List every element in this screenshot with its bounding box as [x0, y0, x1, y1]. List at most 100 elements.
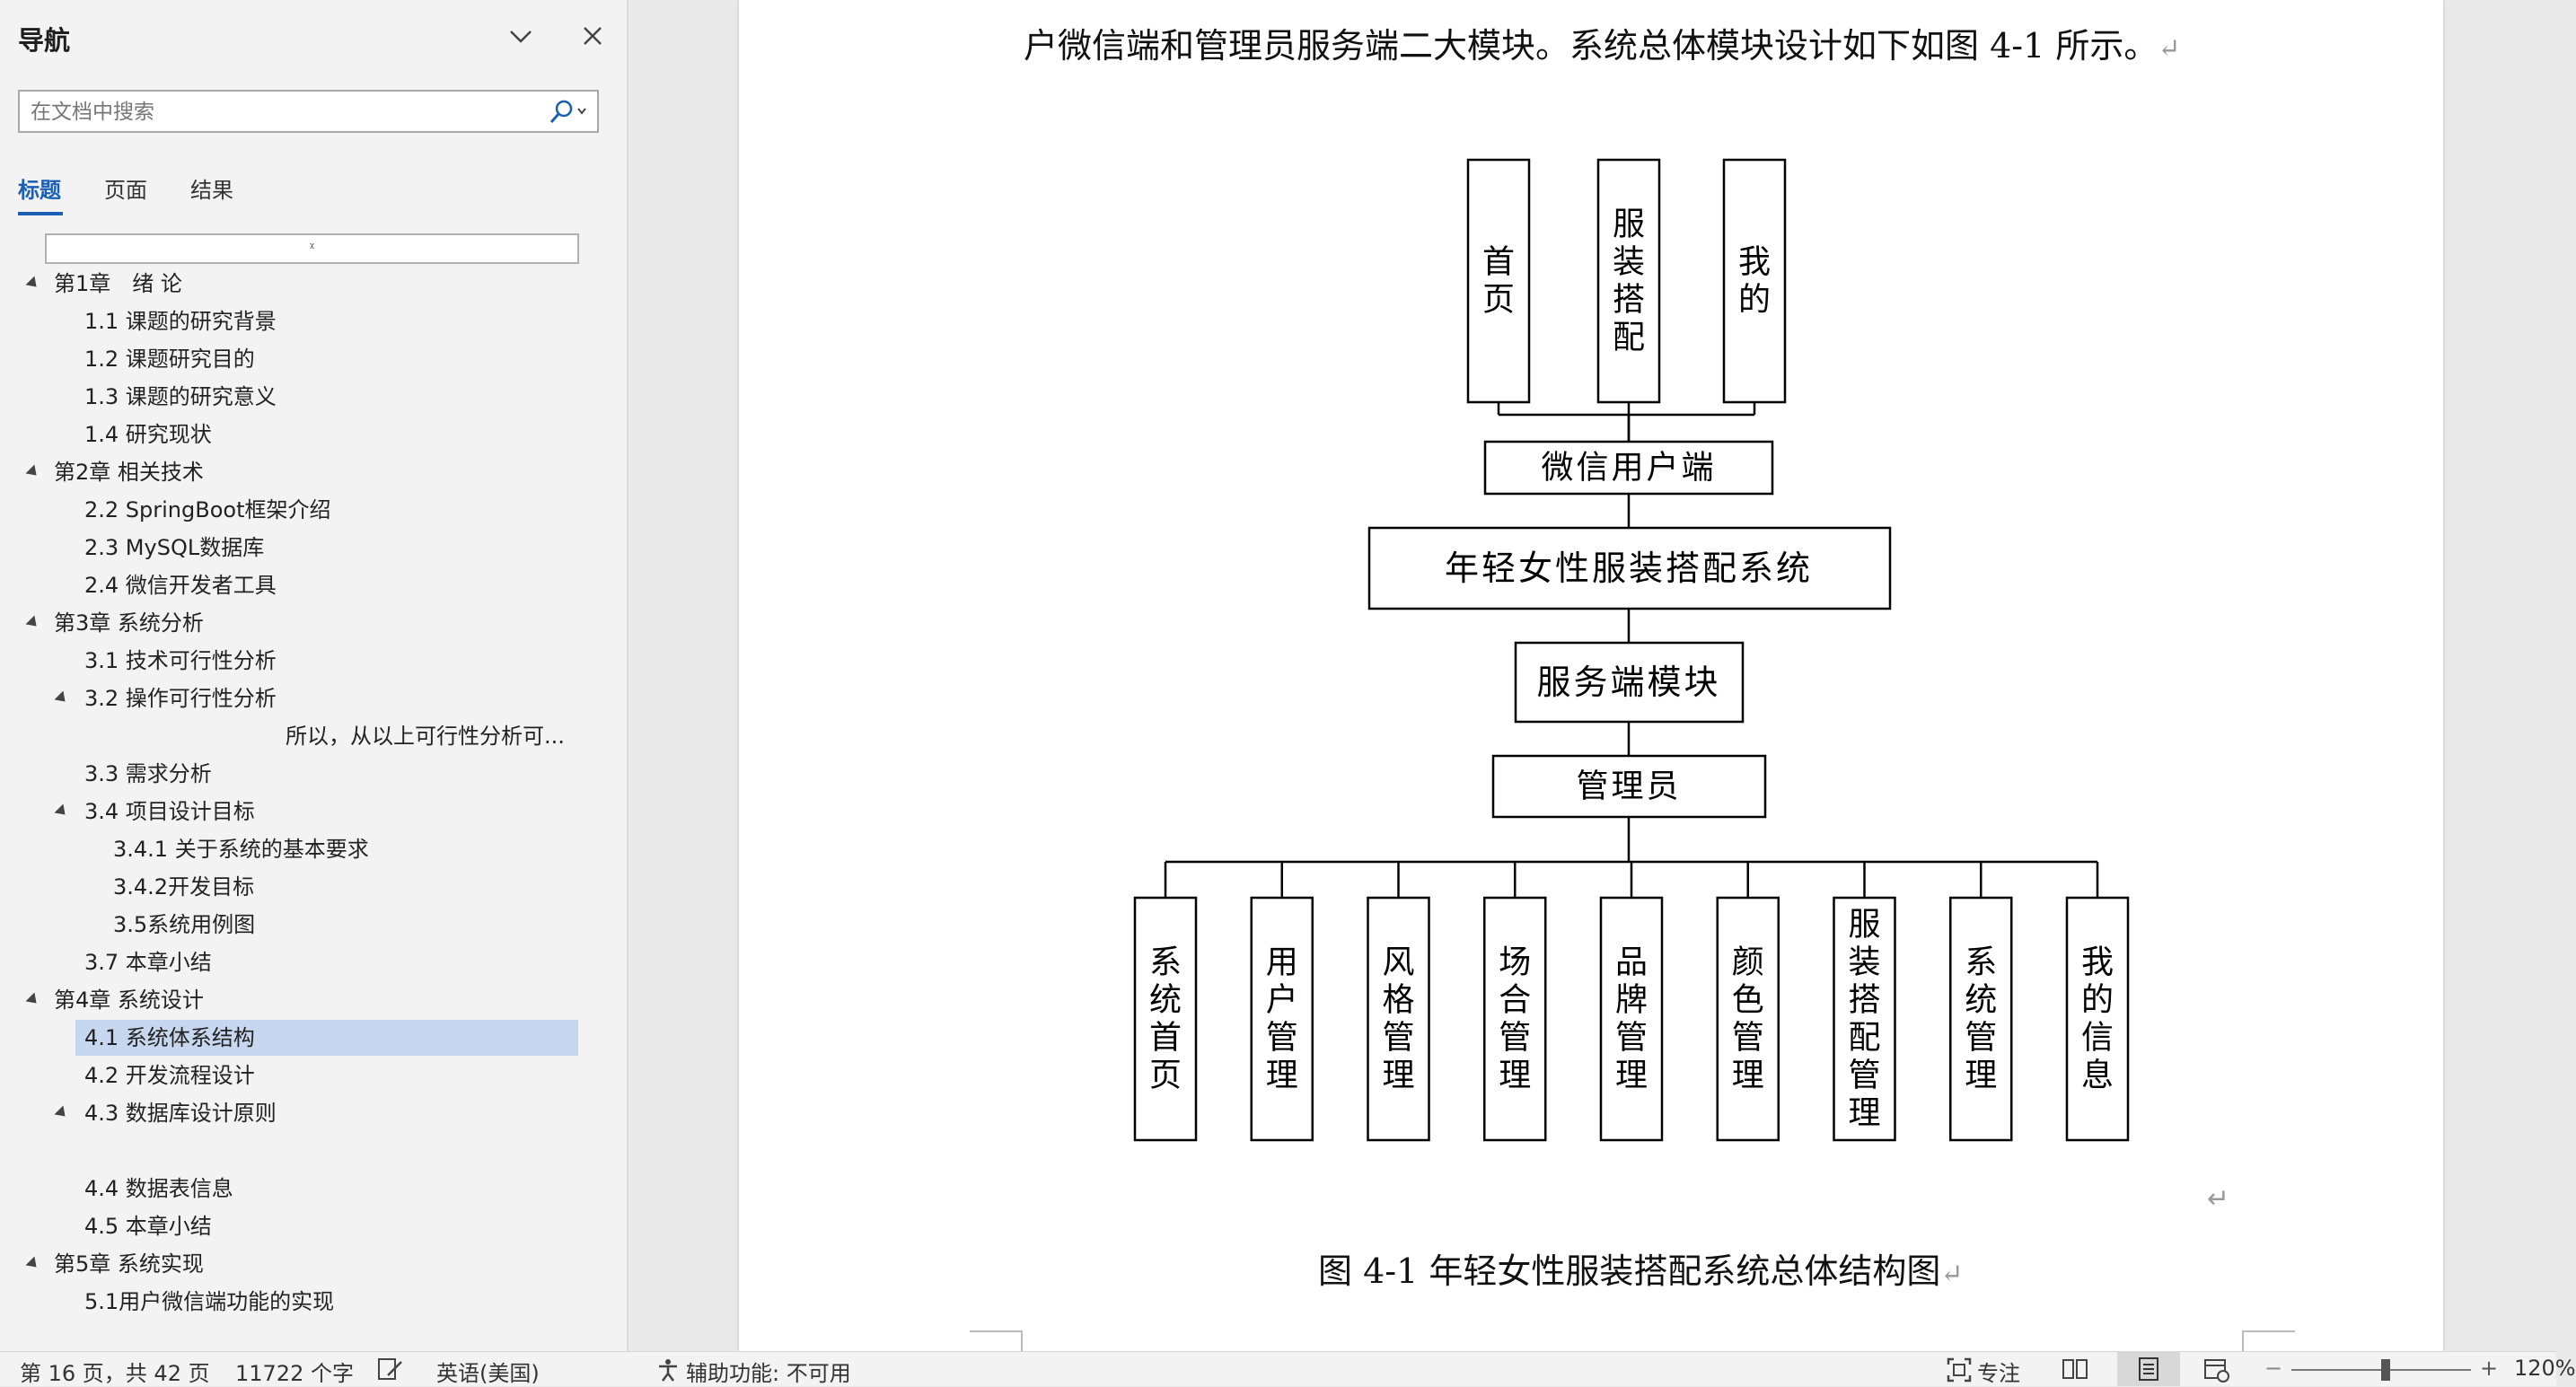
heading-item-label: 3.1 技术可行性分析 [84, 648, 277, 673]
zoom-in-icon[interactable]: + [2480, 1356, 2499, 1381]
intro-paragraph: 户微信端和管理员服务端二大模块。系统总体模块设计如下如图 4-1 所示。↵ [1024, 18, 2181, 67]
heading-item[interactable]: 1.1 课题的研究背景 [84, 303, 277, 339]
heading-item[interactable]: 3.4.1 关于系统的基本要求 [113, 831, 369, 867]
heading-item[interactable]: 第1章 绪 论 [54, 266, 182, 302]
admin-module-box [1367, 896, 1430, 1142]
heading-drop-target[interactable]: ᵡ [45, 233, 579, 264]
intro-text: 户微信端和管理员服务端二大模块。系统总体模块设计如下如图 4-1 所示。 [1024, 26, 2158, 66]
heading-item[interactable]: 1.2 课题研究目的 [84, 341, 255, 377]
focus-mode-label[interactable]: 专注 [1977, 1361, 2020, 1386]
admin-module-box [1716, 896, 1780, 1142]
heading-item-label: 3.3 需求分析 [84, 761, 212, 786]
heading-item-label: 1.3 课题的研究意义 [84, 384, 277, 409]
tab-headings[interactable]: 标题 [18, 178, 61, 203]
heading-item[interactable]: 3.4.2开发目标 [113, 869, 254, 905]
heading-item[interactable]: 4.1 系统体系结构 [75, 1020, 578, 1056]
admin-module-box [1483, 896, 1547, 1142]
nav-title: 导航 [18, 25, 71, 56]
heading-item-label: 1.2 课题研究目的 [84, 347, 255, 372]
heading-item[interactable]: 1.3 课题的研究意义 [84, 379, 277, 415]
search-icon[interactable] [541, 97, 592, 127]
heading-item-label: 第4章 系统设计 [54, 988, 204, 1013]
heading-item-label: 5.1用户微信端功能的实现 [84, 1289, 335, 1314]
heading-item[interactable]: 5.1用户微信端功能的实现 [84, 1284, 334, 1320]
paragraph-mark: ↵ [2207, 1183, 2229, 1215]
box-label: 系统首页 [1149, 944, 1182, 1094]
navigation-pane: 导航 标题 页面 结果 ᵡ 第1章 绪 论 1.1 课题的研究背景 1.2 课题研究… [0, 0, 629, 1351]
box-label: 首页 [1482, 244, 1515, 319]
paragraph-mark: ↵ [2158, 33, 2181, 65]
heading-item[interactable]: 第4章 系统设计 [54, 982, 204, 1018]
heading-item-label: 1.1 课题的研究背景 [84, 309, 277, 334]
focus-icon[interactable] [1947, 1357, 1972, 1383]
box-label: 管理员 [1576, 768, 1681, 805]
proofing-icon[interactable] [377, 1357, 404, 1381]
system-root-box [1367, 526, 1892, 610]
heading-item-label: 3.4 项目设计目标 [84, 799, 255, 824]
heading-item[interactable]: 3.1 技术可行性分析 [84, 643, 277, 679]
box-label: 场合管理 [1499, 944, 1531, 1094]
box-label: 年轻女性服装搭配系统 [1445, 549, 1813, 588]
close-icon[interactable] [575, 18, 611, 54]
box-label: 风格管理 [1382, 944, 1414, 1094]
heading-item[interactable]: 4.5 本章小结 [84, 1208, 212, 1244]
admin-module-box [1833, 896, 1896, 1142]
admin-module-box [1250, 896, 1314, 1142]
box-label: 系统管理 [1965, 944, 1997, 1094]
zoom-out-icon[interactable]: − [2264, 1356, 2283, 1381]
search-input[interactable] [29, 95, 544, 129]
language-indicator[interactable]: 英语(美国) [436, 1361, 540, 1386]
diagram-connectors [1164, 402, 2099, 898]
heading-item[interactable]: 4.3 数据库设计原则 [84, 1095, 277, 1131]
heading-item[interactable]: 3.5系统用例图 [113, 907, 255, 943]
heading-item-label: 3.4.1 关于系统的基本要求 [113, 837, 369, 862]
heading-item[interactable]: 所以，从以上可行性分析可... [286, 718, 565, 754]
search-box [18, 90, 599, 133]
box-label: 我的信息 [2081, 944, 2114, 1094]
page-count[interactable]: 第 16 页，共 42 页 [20, 1361, 210, 1386]
accessibility-status[interactable]: 辅助功能: 不可用 [686, 1361, 851, 1386]
heading-item[interactable]: 1.4 研究现状 [84, 417, 212, 452]
heading-item[interactable]: 2.3 MySQL数据库 [84, 530, 264, 566]
accessibility-icon[interactable] [655, 1357, 681, 1383]
server-module-box [1514, 641, 1745, 724]
heading-item[interactable]: 第5章 系统实现 [54, 1246, 204, 1282]
zoom-level[interactable]: 120% [2514, 1356, 2576, 1381]
heading-item[interactable]: 第2章 相关技术 [54, 454, 204, 490]
web-layout-icon[interactable] [2203, 1357, 2230, 1383]
figure-caption: 图 4-1 年轻女性服装搭配系统总体结构图↵ [1318, 1243, 1964, 1293]
tab-pages[interactable]: 页面 [104, 178, 147, 203]
heading-item-label: 4.3 数据库设计原则 [84, 1101, 277, 1126]
admin-module-box [1949, 896, 2013, 1142]
heading-item-label: 4.4 数据表信息 [84, 1176, 233, 1201]
zoom-slider-thumb[interactable] [2381, 1359, 2390, 1381]
crop-mark-right [2242, 1330, 2295, 1351]
read-mode-icon[interactable] [2062, 1357, 2088, 1381]
heading-item[interactable]: 第3章 系统分析 [54, 605, 204, 641]
heading-item-label: 4.1 系统体系结构 [84, 1025, 255, 1050]
admin-module-box [1599, 896, 1664, 1142]
active-tab-indicator [18, 212, 63, 215]
heading-item-label: 第3章 系统分析 [54, 610, 204, 636]
chevron-down-icon[interactable] [503, 18, 539, 54]
heading-item[interactable]: 3.3 需求分析 [84, 756, 212, 792]
tab-results[interactable]: 结果 [190, 178, 233, 203]
heading-item-label: 第1章 绪 论 [54, 271, 182, 296]
heading-item[interactable]: 2.2 SpringBoot框架介绍 [84, 492, 331, 528]
heading-item-label: 所以，从以上可行性分析可... [286, 724, 565, 749]
heading-item[interactable]: 3.2 操作可行性分析 [84, 680, 277, 716]
box-label: 服装搭配 [1613, 206, 1645, 356]
box-label: 用户管理 [1266, 944, 1298, 1094]
heading-item[interactable]: 2.4 微信开发者工具 [84, 567, 277, 603]
heading-item-label: 3.4.2开发目标 [113, 874, 255, 900]
heading-item[interactable]: 3.7 本章小结 [84, 944, 212, 980]
heading-item[interactable]: 4.2 开发流程设计 [84, 1058, 255, 1093]
heading-item[interactable]: 3.4 项目设计目标 [84, 794, 255, 830]
top-module-box [1596, 158, 1661, 404]
box-label: 品牌管理 [1615, 944, 1648, 1094]
wechat-client-box [1483, 440, 1774, 496]
word-count[interactable]: 11722 个字 [235, 1361, 354, 1386]
heading-item[interactable]: 4.4 数据表信息 [84, 1171, 233, 1207]
print-layout-icon[interactable] [2117, 1352, 2180, 1386]
heading-item-label: 4.2 开发流程设计 [84, 1063, 255, 1088]
